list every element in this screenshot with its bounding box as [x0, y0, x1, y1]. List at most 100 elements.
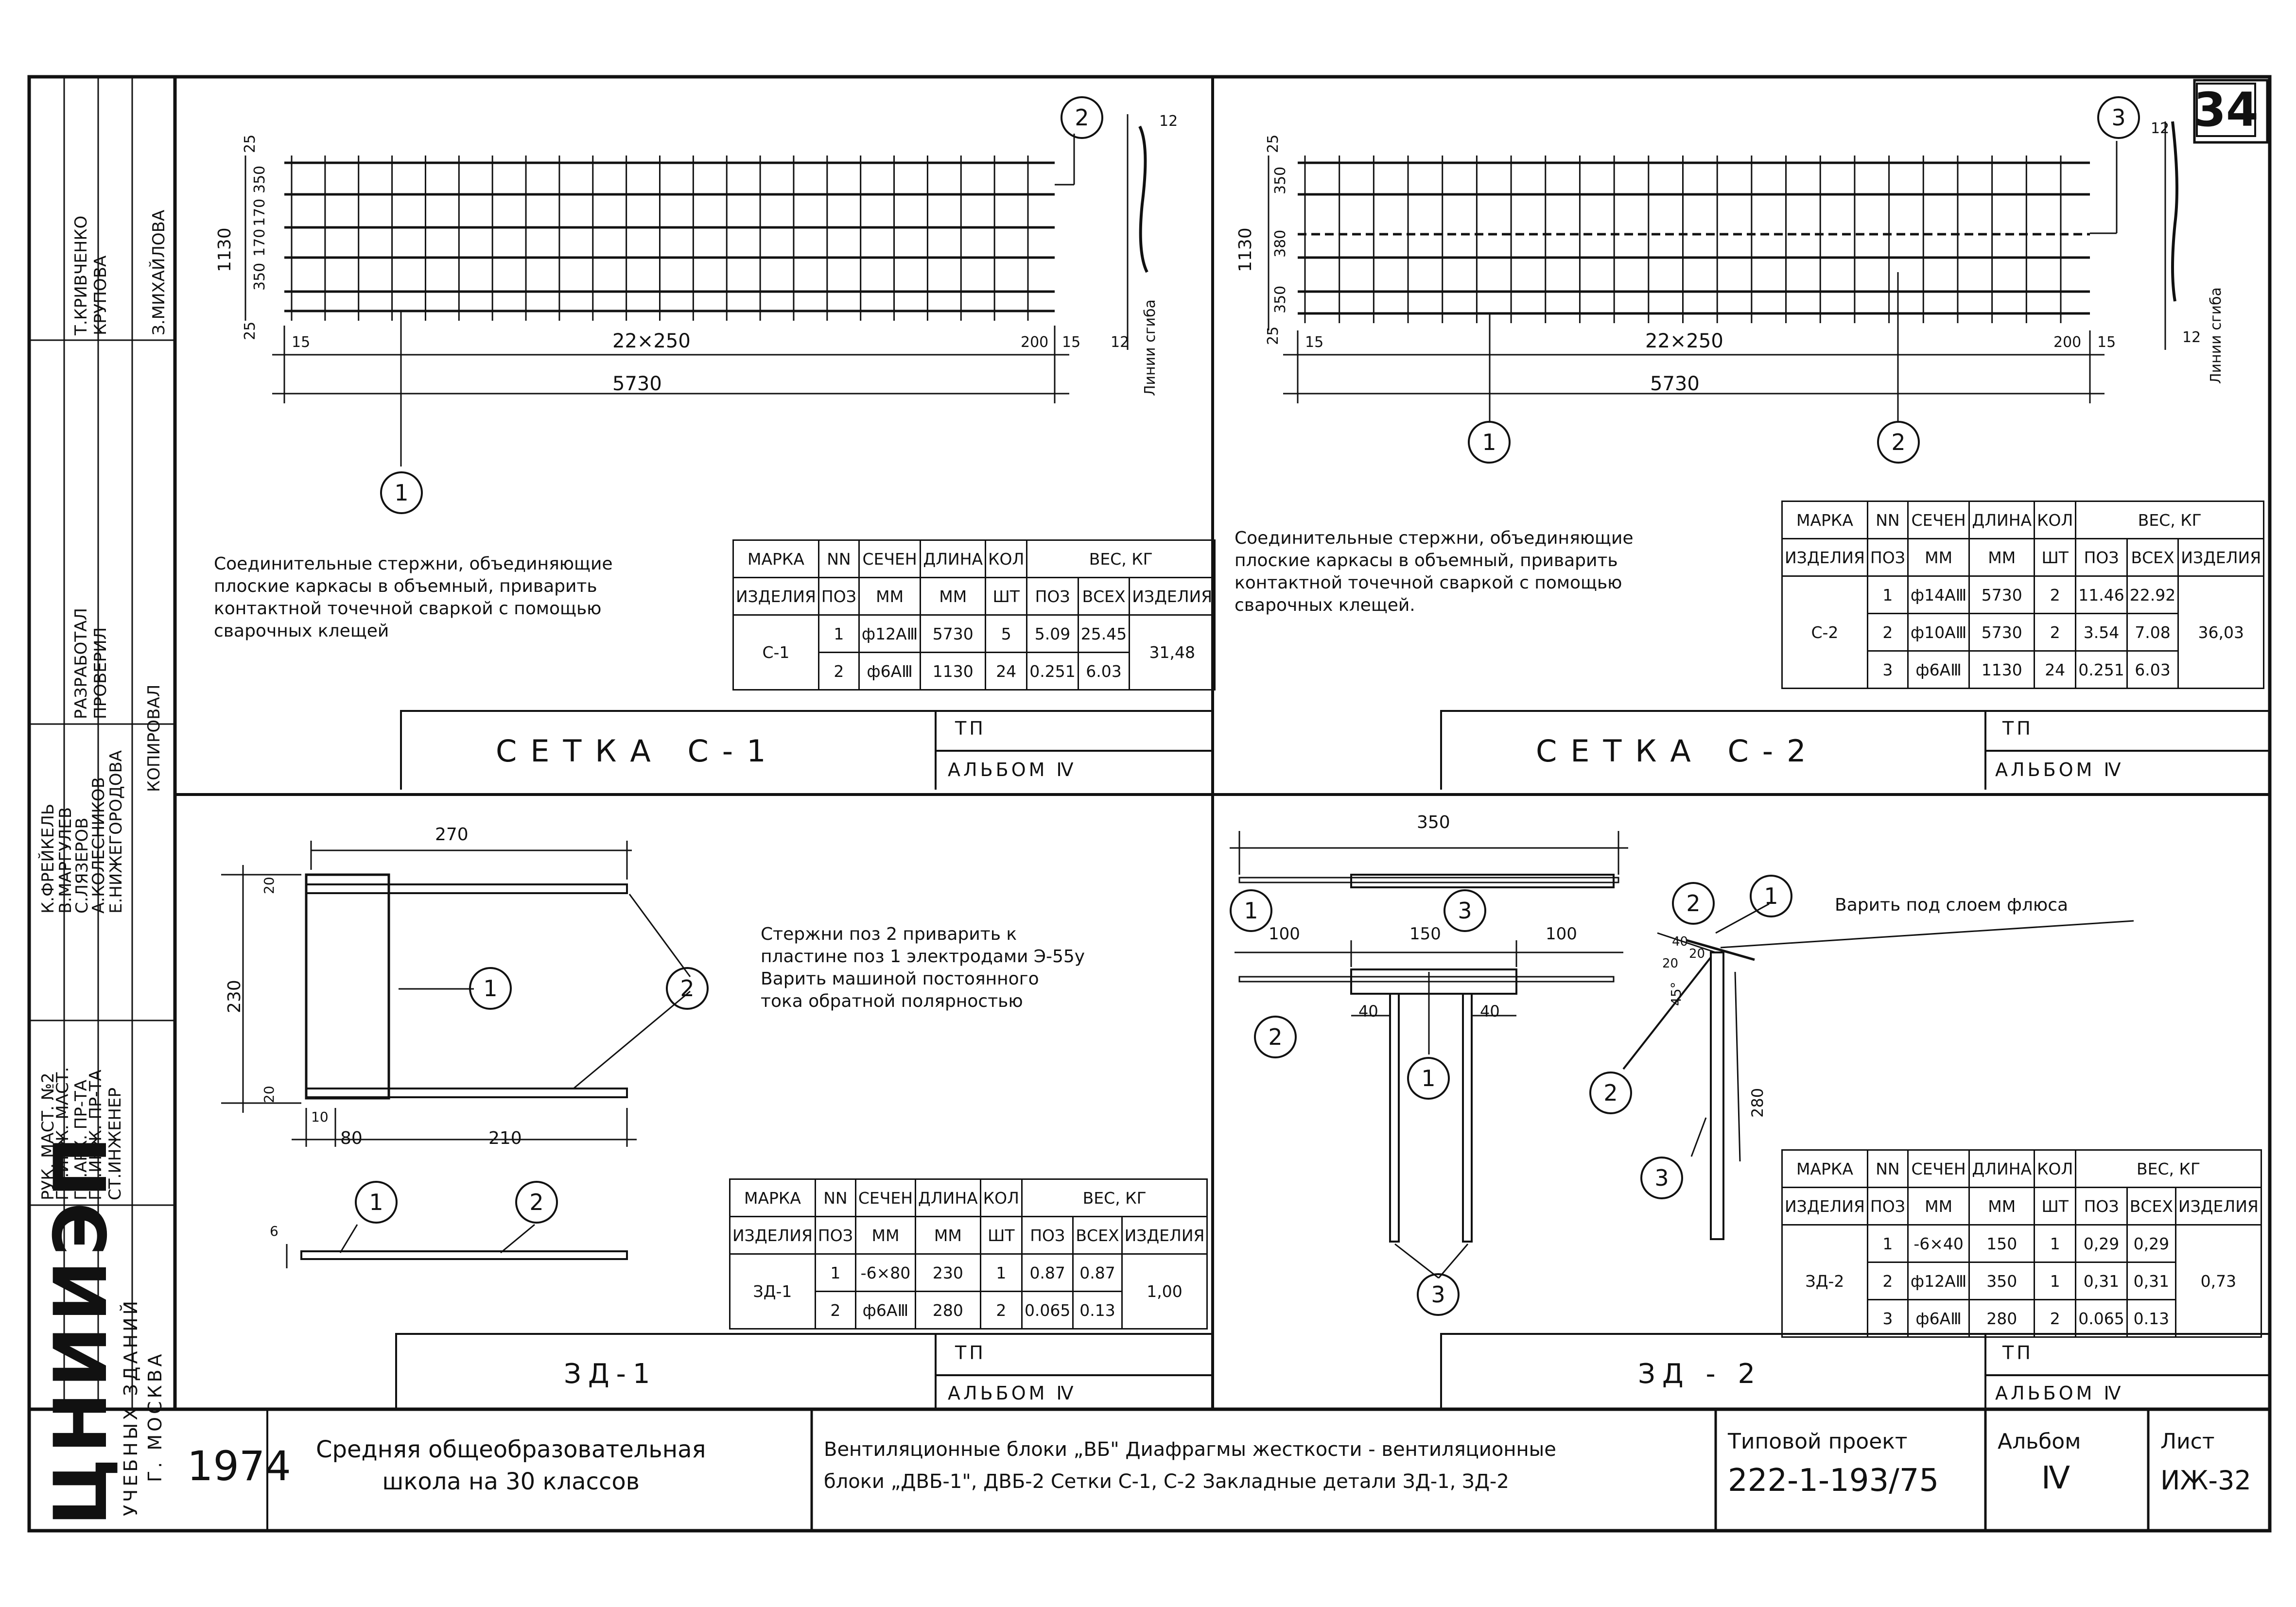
dim-label: 270: [435, 825, 469, 845]
th-weight: ВЕС, КГ: [2075, 1149, 2262, 1188]
th-qty: ШТ: [2034, 538, 2077, 577]
cell: 350: [1968, 1261, 2035, 1300]
th-nn: ПОЗ: [814, 1216, 856, 1255]
position-marker: 3: [1640, 1157, 1683, 1199]
cell: 280: [915, 1291, 981, 1330]
th-section: ММ: [1907, 1187, 1970, 1226]
th-length: ММ: [1968, 1187, 2035, 1226]
th-w-item: ИЗДЕЛИЯ: [2177, 538, 2265, 577]
cell: 280: [1968, 1299, 2035, 1338]
position-marker: 1: [1468, 421, 1511, 464]
th-nn: ПОЗ: [1866, 538, 1909, 577]
th-length: ММ: [1968, 538, 2035, 577]
cell: 3.54: [2075, 613, 2128, 652]
album-label: АЛЬБОМ Ⅳ: [1995, 1382, 2124, 1404]
dim-label: 15: [1062, 334, 1081, 351]
cell: ф6АⅢ: [858, 652, 922, 691]
cell: ф14АⅢ: [1907, 575, 1970, 614]
cell: 0.87: [1072, 1253, 1123, 1292]
album-label: АЛЬБОМ Ⅳ: [1995, 759, 2124, 780]
dim-label: 12: [2182, 329, 2201, 346]
cell: 2: [1866, 1261, 1909, 1300]
position-marker: 2: [1061, 96, 1103, 139]
cell: -6×80: [854, 1253, 917, 1292]
position-marker: 1: [355, 1181, 398, 1224]
cell: 2: [818, 652, 860, 691]
mark-cell: ЗД-2: [1781, 1224, 1868, 1338]
weld-note: Соединительные стержни, объединяющие пло…: [1235, 528, 1634, 615]
th-qty: КОЛ: [979, 1178, 1023, 1217]
cell: 1: [979, 1253, 1023, 1292]
cell: 0.065: [2075, 1299, 2128, 1338]
cell: 3: [1866, 1299, 1909, 1338]
th-section: ММ: [854, 1216, 917, 1255]
position-marker: 2: [1254, 1016, 1297, 1058]
dim-label: 25: [1265, 134, 1282, 153]
th-qty: КОЛ: [985, 539, 1028, 578]
th-w-all: ВСЕХ: [1072, 1216, 1123, 1255]
th-w-pos: ПОЗ: [1021, 1216, 1074, 1255]
dim-label: 5730: [1650, 373, 1700, 395]
th-section: СЕЧЕН: [1907, 1149, 1970, 1188]
position-marker: 1: [1750, 875, 1792, 917]
th-length: ДЛИНА: [1968, 1149, 2035, 1188]
position-marker: 3: [1444, 889, 1486, 932]
th-length: ММ: [920, 577, 987, 616]
dim-label: 1130: [1235, 227, 1255, 272]
dim-label: 40: [1480, 1002, 1500, 1020]
drawing-title: ЗД - 2: [1638, 1358, 1762, 1390]
th-mark: ИЗДЕЛИЯ: [1781, 1187, 1868, 1226]
dim-label: 230: [225, 980, 244, 1013]
cell: ф12АⅢ: [858, 614, 922, 653]
cell: ф6АⅢ: [854, 1291, 917, 1330]
album-caption: Альбом: [1998, 1429, 2081, 1454]
tp-label: ТП: [955, 1342, 986, 1364]
tp-label: ТП: [2002, 1342, 2034, 1364]
cell: 1: [2034, 1224, 2077, 1263]
position-marker: 1: [1230, 889, 1272, 932]
cell: 5730: [1968, 575, 2035, 614]
cell: 1130: [920, 652, 987, 691]
total-cell: 1,00: [1121, 1253, 1208, 1330]
th-w-pos: ПОЗ: [2075, 538, 2128, 577]
th-mark: ИЗДЕЛИЯ: [1781, 538, 1868, 577]
cell: 150: [1968, 1224, 2035, 1263]
th-w-all: ВСЕХ: [2126, 538, 2179, 577]
project-label: Типовой проект: [1728, 1429, 1908, 1454]
cell: 3: [1866, 650, 1909, 689]
dim-label: 20: [261, 1086, 277, 1103]
dim-label: 12: [2151, 120, 2170, 137]
th-w-pos: ПОЗ: [2075, 1187, 2128, 1226]
th-mark: ИЗДЕЛИЯ: [732, 577, 819, 616]
spec-table-c1: МАРКА NN СЕЧЕН ДЛИНА КОЛ ВЕС, КГ ИЗДЕЛИЯ…: [732, 539, 1216, 691]
position-marker: 2: [666, 967, 709, 1010]
album-number: Ⅳ: [2041, 1460, 2070, 1496]
bend-line-label: Линии сгиба: [2208, 287, 2225, 384]
tp-label: ТП: [955, 718, 986, 739]
cell: 2: [979, 1291, 1023, 1330]
dim-label: 15: [1305, 334, 1324, 351]
position-marker: 2: [1589, 1071, 1632, 1114]
dim-label: 6: [270, 1223, 278, 1239]
dim-label: 100: [1546, 924, 1577, 944]
cell: 0.065: [1021, 1291, 1074, 1330]
cell: 1: [2034, 1261, 2077, 1300]
position-marker: 2: [1672, 882, 1715, 925]
dim-label: 200: [2053, 334, 2082, 351]
dim-label: 12: [1111, 334, 1130, 351]
dim-label: 20: [1662, 956, 1679, 971]
position-marker: 1: [380, 471, 423, 514]
cell: 0,29: [2075, 1224, 2128, 1263]
th-qty: КОЛ: [2034, 1149, 2077, 1188]
th-section: СЕЧЕН: [854, 1178, 917, 1217]
th-length: ММ: [915, 1216, 981, 1255]
sheet-caption: Лист: [2160, 1429, 2215, 1454]
th-nn: NN: [1866, 501, 1909, 539]
tp-label: ТП: [2002, 718, 2034, 739]
mark-cell: ЗД-1: [729, 1253, 816, 1330]
dim-label: 80: [340, 1128, 363, 1148]
weld-note: Стержни поз 2 приварить к пластине поз 1…: [761, 924, 1085, 1011]
th-nn: NN: [1866, 1149, 1909, 1188]
th-nn: ПОЗ: [1866, 1187, 1909, 1226]
